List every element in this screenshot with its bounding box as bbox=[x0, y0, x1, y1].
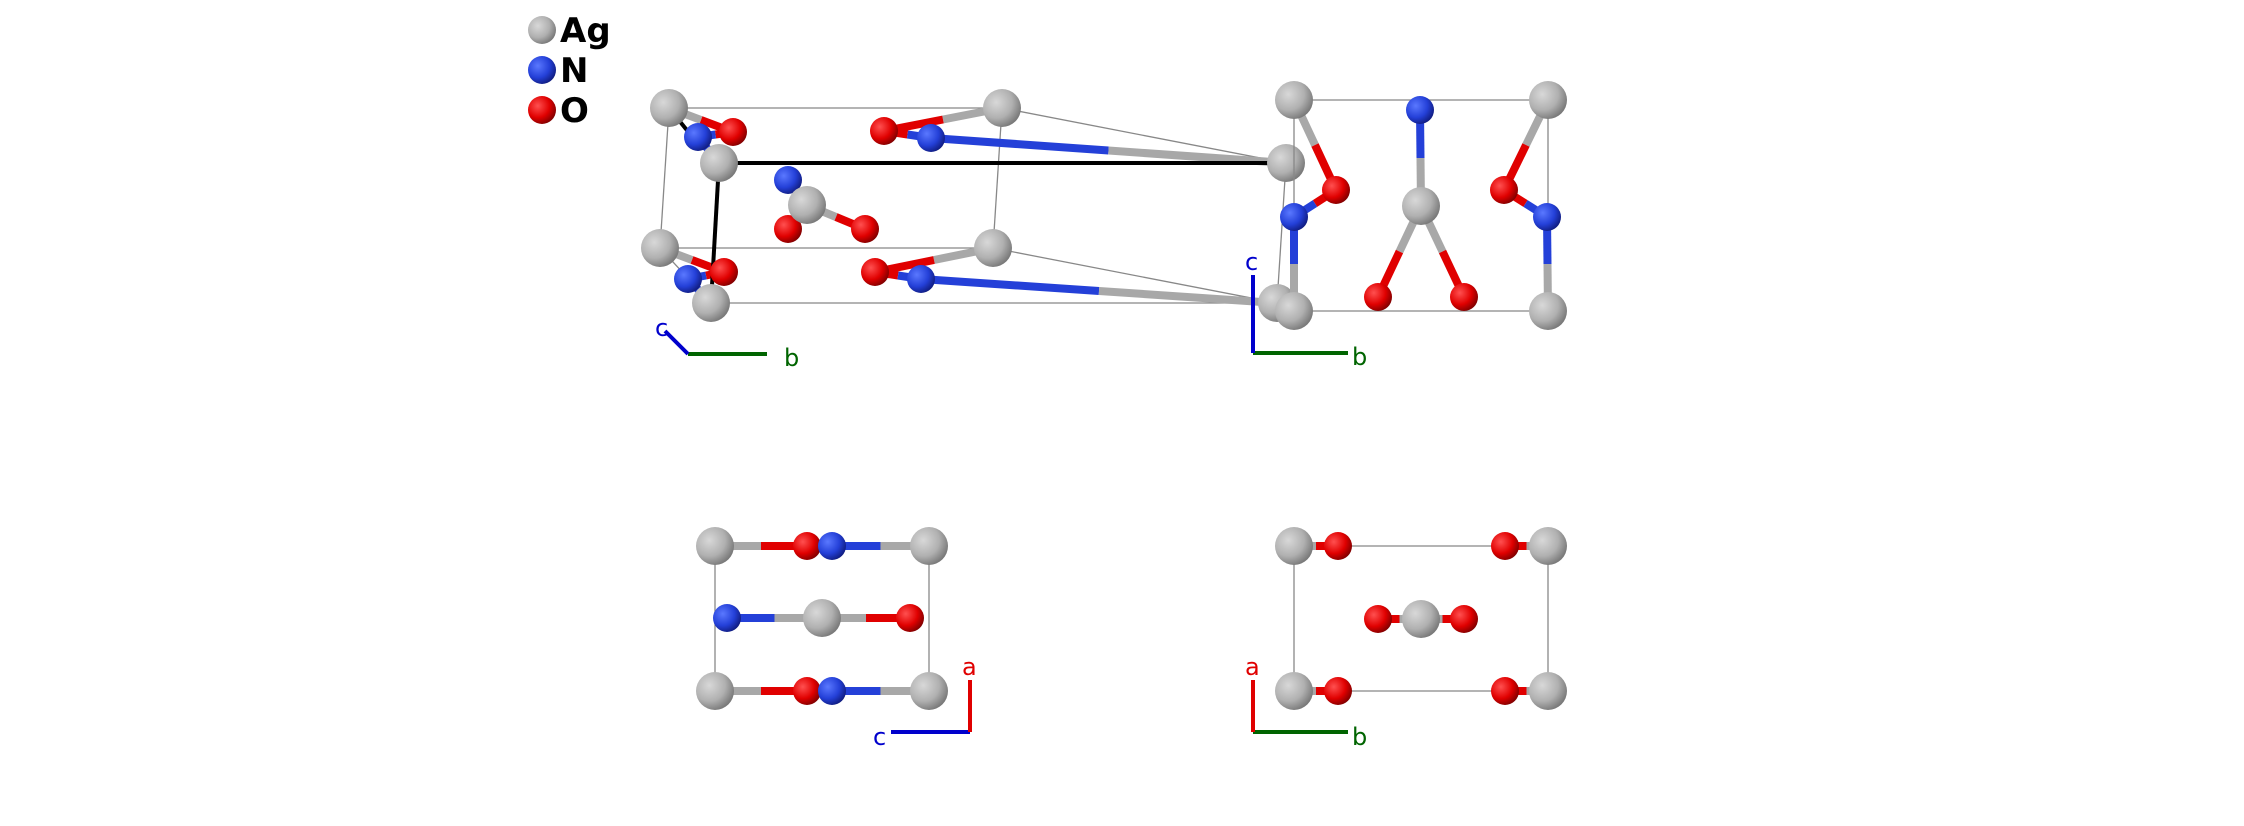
bond-half bbox=[1098, 287, 1278, 307]
o-atom bbox=[1491, 677, 1519, 705]
n-atom bbox=[674, 265, 702, 293]
axis-label-b: b bbox=[1352, 343, 1367, 371]
ag-atom bbox=[1402, 187, 1440, 225]
ag-atom bbox=[1275, 292, 1313, 330]
legend-item-n: N bbox=[528, 51, 588, 91]
panel-view-along-c bbox=[1251, 527, 1567, 734]
o-atom bbox=[870, 117, 898, 145]
o-atom bbox=[774, 215, 802, 243]
o-atom bbox=[861, 258, 889, 286]
ag-atom bbox=[1275, 527, 1313, 565]
axis-c bbox=[663, 329, 690, 356]
o-atom bbox=[793, 532, 821, 560]
o-atom bbox=[1450, 283, 1478, 311]
ag-atom bbox=[788, 186, 826, 224]
o-atom bbox=[1491, 532, 1519, 560]
o-atom bbox=[1490, 176, 1518, 204]
ag-atom bbox=[696, 672, 734, 710]
ag-atom bbox=[1275, 81, 1313, 119]
ag-atom bbox=[1267, 144, 1305, 182]
o-atom-icon bbox=[528, 96, 556, 124]
unit-cell-edge bbox=[1276, 162, 1287, 304]
axis-label-b: b bbox=[1352, 723, 1367, 751]
o-atom bbox=[710, 258, 738, 286]
o-atom bbox=[1322, 176, 1350, 204]
bond-half bbox=[920, 275, 1100, 295]
n-atom bbox=[818, 532, 846, 560]
o-atom bbox=[851, 215, 879, 243]
ag-atom bbox=[803, 599, 841, 637]
n-atom bbox=[1280, 203, 1308, 231]
ag-atom bbox=[974, 229, 1012, 267]
axis-label-a: a bbox=[1245, 653, 1260, 681]
legend-label: Ag bbox=[560, 11, 611, 51]
ag-atom bbox=[1275, 672, 1313, 710]
axis-label-c: c bbox=[1245, 248, 1258, 276]
n-atom-icon bbox=[528, 56, 556, 84]
ag-atom bbox=[641, 229, 679, 267]
o-atom bbox=[1450, 605, 1478, 633]
ag-atom bbox=[700, 144, 738, 182]
legend-item-ag: Ag bbox=[528, 11, 611, 51]
legend-label: O bbox=[560, 91, 589, 131]
ag-atom bbox=[1529, 672, 1567, 710]
legend-item-o: O bbox=[528, 91, 589, 131]
n-atom bbox=[774, 166, 802, 194]
ag-atom bbox=[983, 89, 1021, 127]
n-atom bbox=[917, 124, 945, 152]
o-atom bbox=[1324, 532, 1352, 560]
legend-label: N bbox=[560, 51, 588, 91]
axis-label-b: b bbox=[784, 344, 799, 372]
unit-cell-edge bbox=[1001, 107, 1287, 164]
ag-atom bbox=[1529, 81, 1567, 119]
o-atom bbox=[1364, 283, 1392, 311]
ag-atom-icon bbox=[528, 16, 556, 44]
ag-atom bbox=[1402, 600, 1440, 638]
ag-atom bbox=[1529, 527, 1567, 565]
ag-atom bbox=[910, 527, 948, 565]
unit-cell-edge bbox=[659, 107, 670, 249]
ag-atom bbox=[650, 89, 688, 127]
ag-atom bbox=[1529, 292, 1567, 330]
bond-half bbox=[930, 134, 1109, 155]
n-atom bbox=[684, 123, 712, 151]
bond-half bbox=[1108, 146, 1287, 167]
ag-atom bbox=[910, 672, 948, 710]
o-atom bbox=[719, 118, 747, 146]
o-atom bbox=[793, 677, 821, 705]
o-atom bbox=[1324, 677, 1352, 705]
n-atom bbox=[1406, 96, 1434, 124]
ag-atom bbox=[696, 527, 734, 565]
axis-label-c: c bbox=[655, 314, 668, 342]
n-atom bbox=[818, 677, 846, 705]
panel-view-along-b bbox=[696, 527, 972, 734]
unit-cell-edge bbox=[992, 247, 1278, 304]
legend: Ag N O bbox=[528, 11, 611, 131]
n-atom bbox=[1533, 203, 1561, 231]
o-atom bbox=[896, 604, 924, 632]
axis-label-a: a bbox=[962, 653, 977, 681]
ag-atom bbox=[692, 284, 730, 322]
axis-label-c: c bbox=[873, 723, 886, 751]
panel-view-along-a bbox=[1251, 81, 1567, 355]
unit-cell-edge bbox=[992, 107, 1003, 249]
panel-perspective-view bbox=[641, 89, 1305, 356]
n-atom bbox=[907, 265, 935, 293]
n-atom bbox=[713, 604, 741, 632]
o-atom bbox=[1364, 605, 1392, 633]
